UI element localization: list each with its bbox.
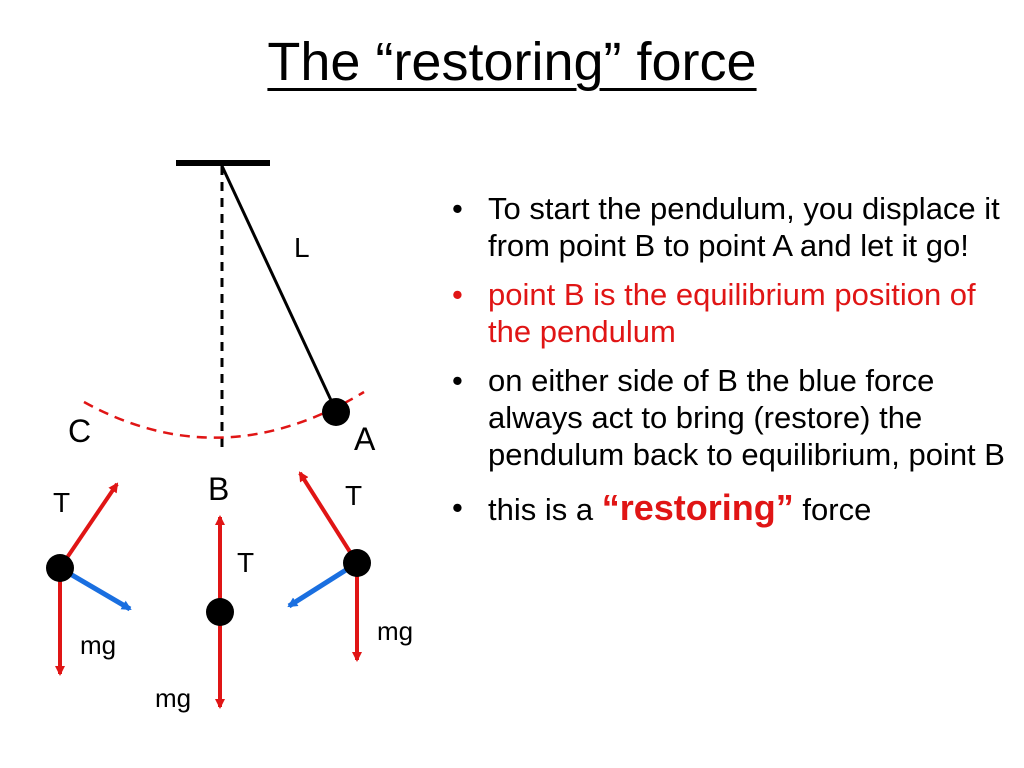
bullet-item-equilibrium: point B is the equilibrium position of t… [448, 276, 1008, 350]
label-mg-center: mg [155, 683, 191, 713]
tension-arrow-right [298, 471, 359, 565]
label-c: C [68, 413, 91, 449]
label-a: A [354, 421, 376, 457]
pendulum-bob-a [322, 398, 350, 426]
restoring-emphasis: “restoring” [601, 487, 794, 528]
bullet-list: To start the pendulum, you displace it f… [448, 190, 1008, 528]
label-b: B [208, 471, 229, 507]
bullet-text-before: this is a [488, 492, 594, 527]
bullet-item: To start the pendulum, you displace it f… [448, 190, 1008, 264]
bullet-item: on either side of B the blue force alway… [448, 362, 1008, 473]
bob-left [46, 554, 74, 582]
pendulum-string [220, 165, 338, 412]
label-t-right: T [345, 480, 362, 511]
label-mg-left: mg [80, 630, 116, 660]
bob-right [343, 549, 371, 577]
bullet-item-restoring: this is a “restoring” force [448, 489, 1008, 528]
slide-title: The “restoring” force [267, 32, 757, 92]
swing-arc [83, 390, 365, 439]
label-l: L [294, 232, 310, 263]
label-mg-right: mg [377, 616, 413, 646]
bullet-text-after: force [802, 492, 872, 527]
bob-center [206, 598, 234, 626]
tension-arrow-left [58, 482, 119, 570]
label-t-left: T [53, 487, 70, 518]
label-t-center: T [237, 547, 254, 578]
